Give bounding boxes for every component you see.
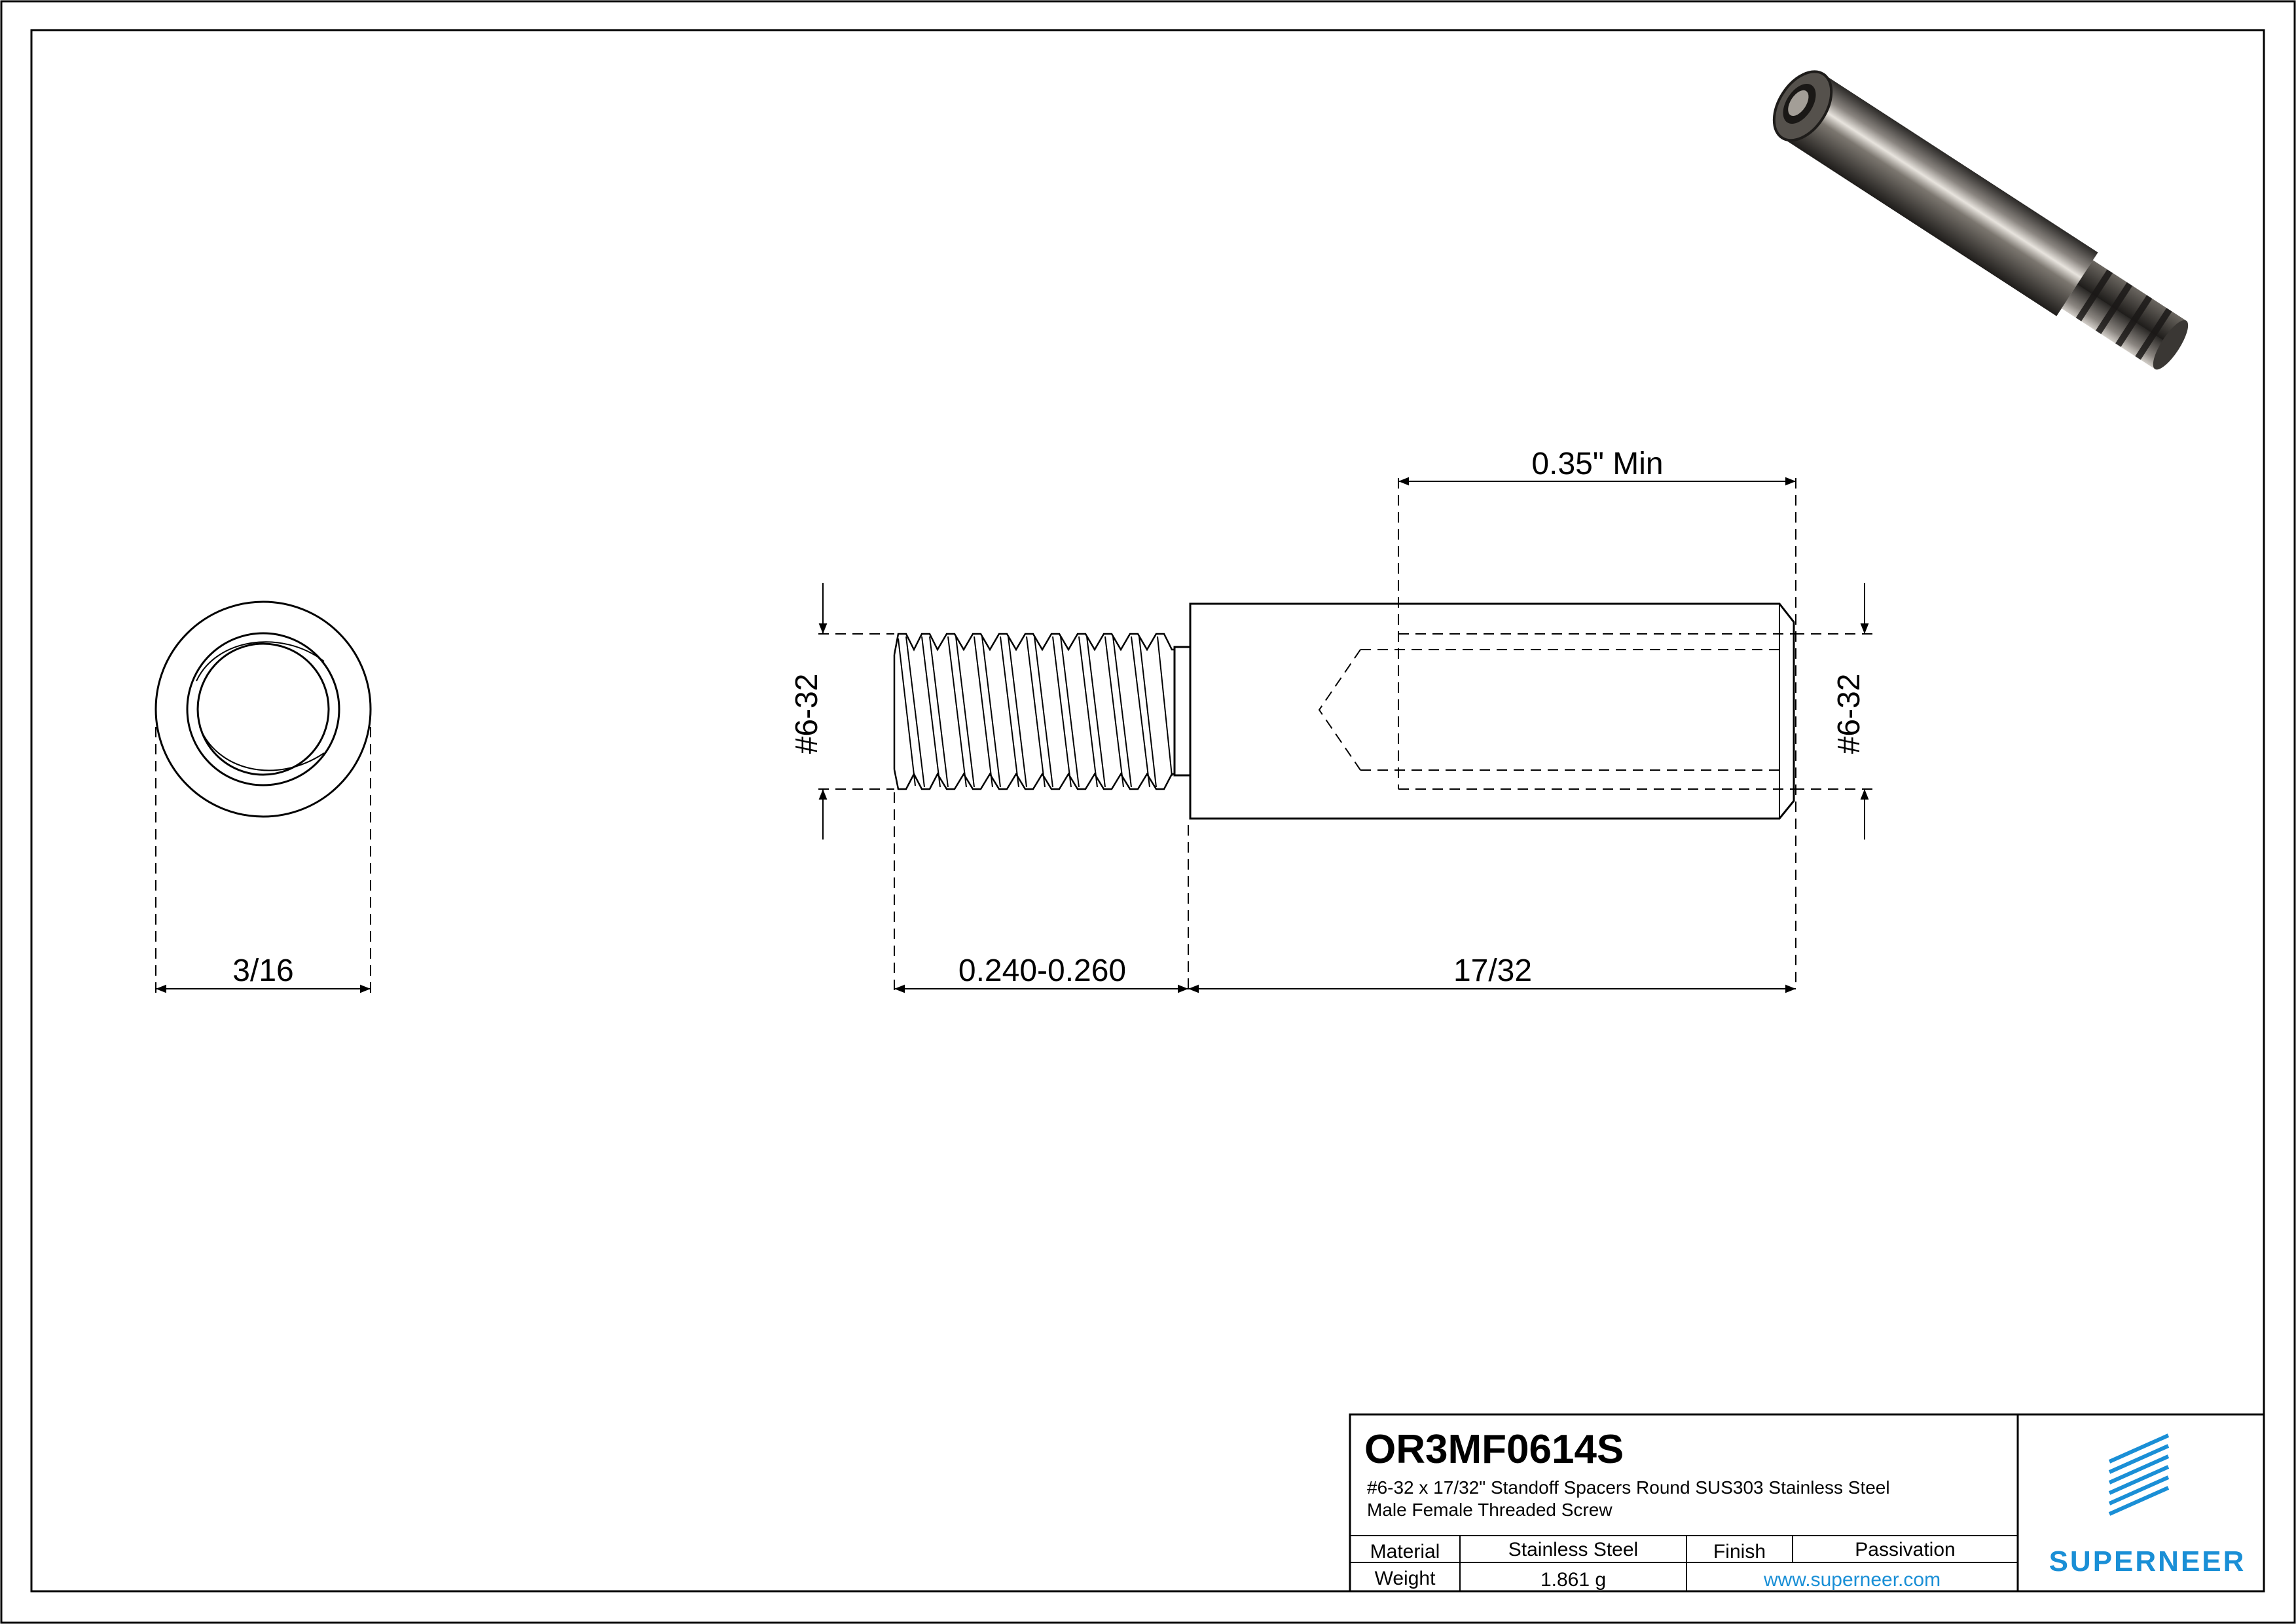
superneer-logo-icon	[2108, 1433, 2170, 1516]
finish-label: Finish	[1713, 1541, 1766, 1562]
website-link[interactable]: www.superneer.com	[1763, 1569, 1941, 1591]
weight-value: 1.861 g	[1540, 1569, 1607, 1591]
dim-female-thread: #6-32	[1832, 674, 1867, 754]
dim-end-width: 3/16	[232, 953, 293, 988]
material-value: Stainless Steel	[1508, 1539, 1639, 1560]
end-view	[155, 600, 372, 994]
brand-name: SUPERNEER	[2049, 1545, 2246, 1578]
isometric-render	[1772, 70, 2189, 370]
inner-border	[30, 29, 2265, 1593]
dim-thread-depth: 0.35" Min	[1531, 447, 1663, 481]
standoff-body	[1189, 602, 1795, 820]
dim-thread-length: 0.240-0.260	[958, 953, 1126, 988]
description-line-1: #6-32 x 17/32" Standoff Spacers Round SU…	[1367, 1477, 1890, 1498]
material-label: Material	[1370, 1541, 1440, 1562]
title-block: OR3MF0614S #6-32 x 17/32" Standoff Space…	[1350, 1414, 2264, 1591]
weight-label: Weight	[1374, 1568, 1436, 1589]
dim-body-length: 17/32	[1453, 953, 1532, 988]
finish-value: Passivation	[1855, 1539, 1956, 1560]
part-number: OR3MF0614S	[1364, 1427, 1624, 1472]
title-block-frame	[1349, 1413, 2265, 1593]
description-line-2: Male Female Threaded Screw	[1367, 1500, 1613, 1520]
dim-male-thread: #6-32	[790, 674, 824, 754]
side-view	[818, 477, 1874, 994]
male-thread	[893, 633, 1175, 790]
